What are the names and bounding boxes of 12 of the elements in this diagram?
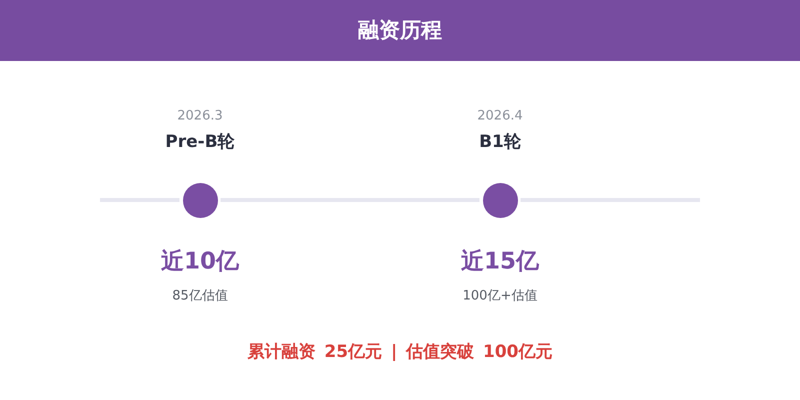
- round-name: B1轮: [479, 131, 521, 153]
- date-label: 2026.4: [477, 108, 523, 124]
- milestone-dot: [482, 182, 518, 218]
- amount-value: 近10亿: [161, 248, 239, 276]
- valuation-note: 85亿估值: [172, 288, 228, 304]
- amount-value: 近15亿: [461, 248, 539, 276]
- title: 融资历程: [358, 17, 442, 43]
- summary-note: 累计融资 25亿元 | 估值突破 100亿元: [247, 341, 553, 363]
- date-label: 2026.3: [177, 108, 223, 124]
- milestone-dot: [182, 182, 218, 218]
- valuation-note: 100亿+估值: [462, 288, 538, 304]
- round-name: Pre-B轮: [165, 131, 235, 153]
